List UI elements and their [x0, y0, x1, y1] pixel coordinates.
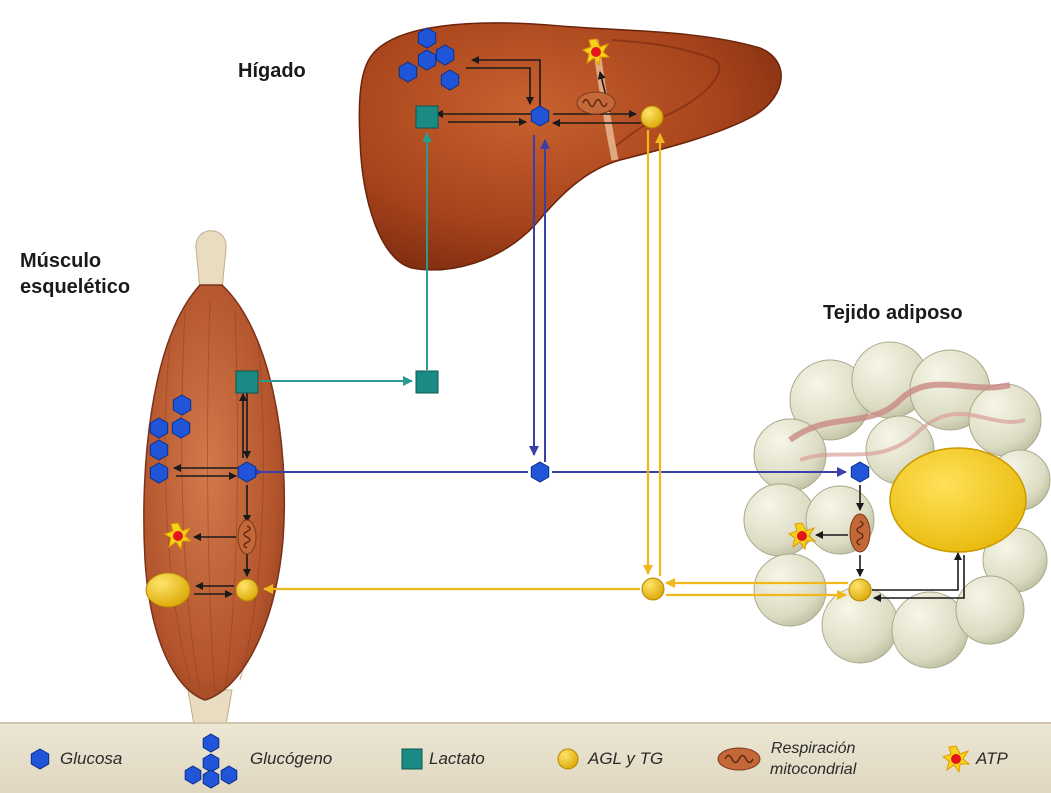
liver-glucose-node [531, 106, 548, 126]
muscle-glucose-node [238, 462, 255, 482]
liver-label: Hígado [238, 58, 306, 84]
muscle-label: Músculo esquelético [20, 248, 170, 300]
triglyceride-droplet [890, 448, 1026, 552]
legend-label-respiration-line1: Respiración [770, 738, 856, 759]
legend-item-fatty-acids: AGL y TG [556, 724, 663, 793]
muscle-lactate-node [236, 371, 258, 393]
glucose-icon [28, 747, 52, 771]
atp-icon [942, 745, 970, 773]
legend-label-lactate: Lactato [429, 749, 485, 769]
legend-label-glycogen: Glucógeno [250, 749, 332, 769]
lactate-icon [401, 748, 423, 770]
muscle-fatty-acid-node [236, 579, 258, 601]
mitochondria-icon [716, 746, 762, 772]
legend-label-glucose: Glucosa [60, 749, 122, 769]
legend-label-respiration: Respiración mitocondrial [770, 738, 856, 780]
muscle-label-line1: Músculo [20, 248, 170, 274]
adipose-fatty-acid-node [849, 579, 871, 601]
muscle-tendon-top [196, 231, 226, 290]
legend-label-respiration-line2: mitocondrial [770, 759, 856, 780]
adipose-mitochondria [850, 514, 870, 552]
legend-label-fatty-acids: AGL y TG [588, 749, 663, 769]
adipose-glucose-node [851, 462, 868, 482]
blood-glucose-node [531, 462, 548, 482]
muscle-triglyceride-node [146, 573, 190, 607]
legend-label-atp: ATP [976, 749, 1008, 769]
blood-fatty-acid-node [642, 578, 664, 600]
muscle-label-line2: esquelético [20, 274, 170, 300]
liver-lactate-node [416, 106, 438, 128]
glycogen-icon [176, 729, 246, 789]
adipose-label: Tejido adiposo [823, 300, 963, 326]
adipose-organ [744, 342, 1050, 668]
liver-mitochondria [577, 92, 615, 114]
liver-fatty-acid-node [641, 106, 663, 128]
legend-item-glycogen: Glucógeno [176, 724, 332, 793]
muscle-mitochondria [238, 520, 256, 554]
legend-item-respiration: Respiración mitocondrial [716, 724, 856, 793]
legend-item-lactate: Lactato [401, 724, 485, 793]
fatty-acid-icon [556, 747, 580, 771]
legend-item-atp: ATP [942, 724, 1008, 793]
legend-bar: Glucosa Glucógeno Lactato AGL y TG [0, 722, 1051, 793]
legend-item-glucose: Glucosa [28, 724, 122, 793]
blood-lactate-node [416, 371, 438, 393]
